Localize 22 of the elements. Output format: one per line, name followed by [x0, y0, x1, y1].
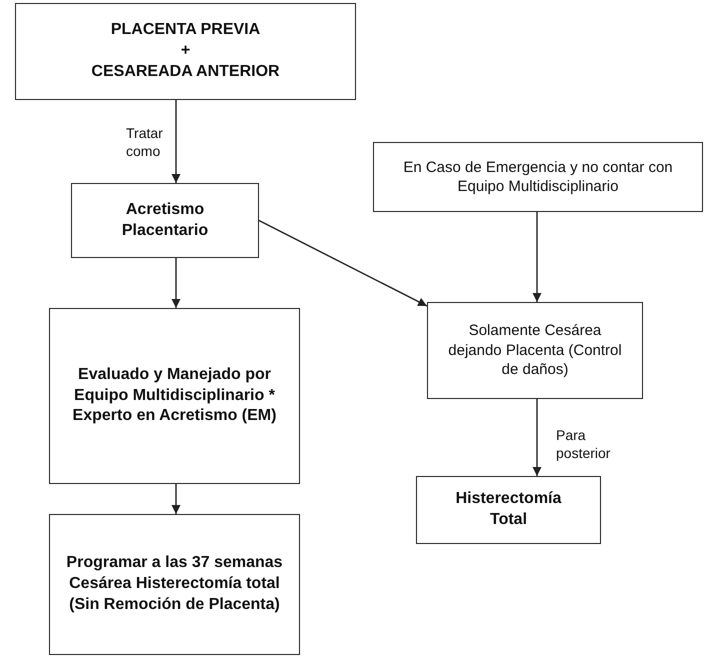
box-text: Solamente Cesárea dejando Placenta (Control de daños) [447, 321, 623, 380]
process-box [49, 308, 300, 484]
arrow [172, 484, 180, 514]
process-box [49, 514, 300, 655]
box-text: CESAREADA ANTERIOR [91, 62, 280, 82]
process-box [427, 302, 643, 399]
arrow [172, 258, 180, 308]
box-text: Acretismo Placentario [120, 200, 210, 240]
box-text: Histerectomía Total [454, 489, 562, 530]
arrow [532, 212, 542, 302]
box-text: Programar a las 37 semanas Cesárea Histerectomía total (Sin Remoción de Placenta) [65, 553, 284, 615]
box-text: En Caso de Emergencia y no contar con Equipo Multidisciplinario [402, 158, 674, 196]
box-text: Evaluado y Manejado por Equipo Multidisciplinario * Experto en Acretismo (EM) [72, 364, 278, 426]
process-box [373, 142, 703, 212]
box-text: + [180, 41, 190, 62]
box-text: PLACENTA PREVIA [110, 20, 260, 40]
arrow [172, 100, 180, 183]
arrow [532, 399, 542, 476]
process-box [71, 183, 259, 258]
arrow [258, 220, 428, 307]
process-box [416, 476, 601, 544]
process-box [15, 3, 356, 100]
